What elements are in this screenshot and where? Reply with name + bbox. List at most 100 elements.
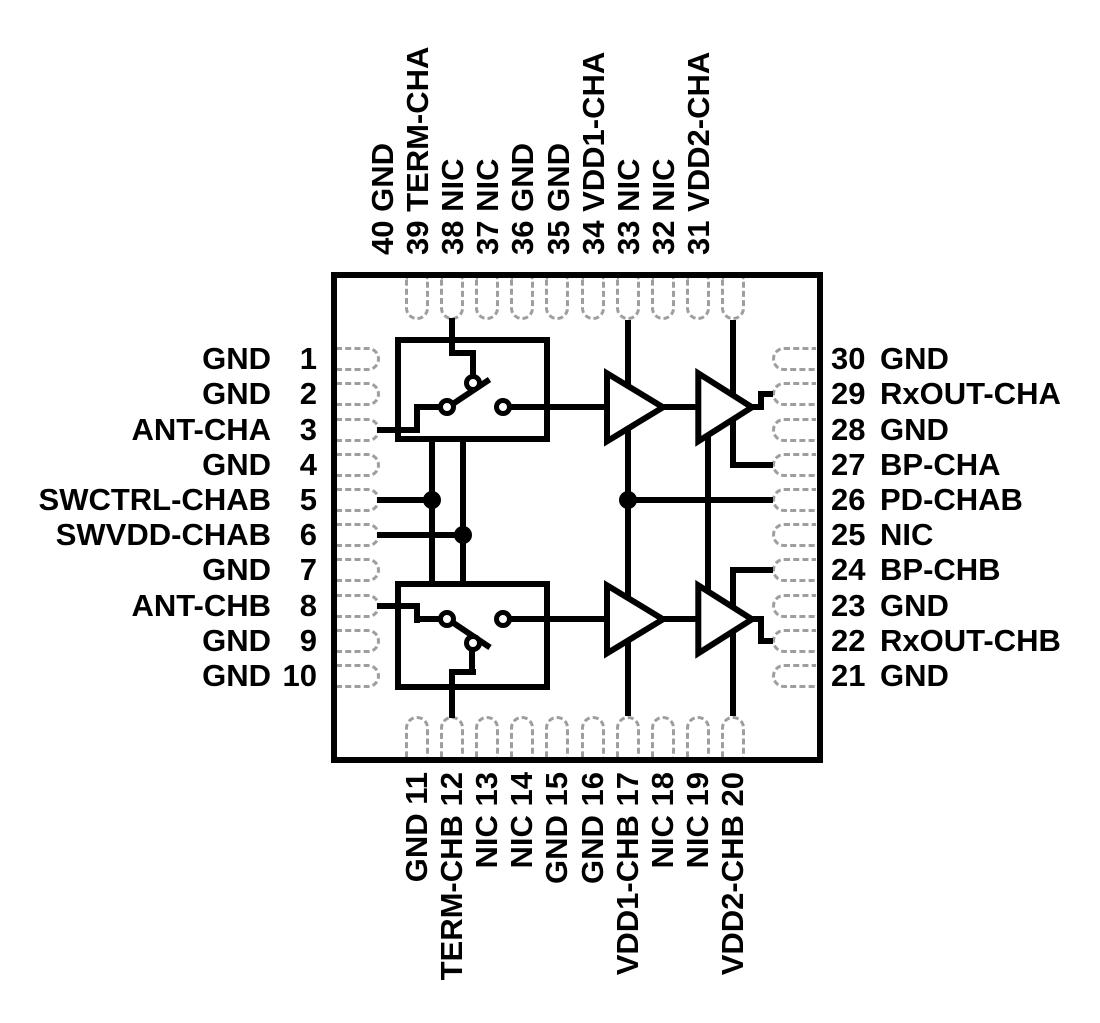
pin-number-and-name: 39 TERM-CHA: [399, 46, 435, 255]
pin-name: GND: [202, 341, 271, 377]
pin-22-pad: [772, 628, 816, 653]
pin-number-and-name: 34 VDD1-CHA: [575, 51, 611, 255]
switch-contact-icon: [463, 633, 482, 652]
pin-name: RxOUT-CHB: [880, 622, 1061, 658]
pin-number: 23: [831, 587, 866, 623]
wire: [414, 603, 420, 623]
pin-number: 10: [282, 658, 317, 693]
pin-number-and-name: 36 GND: [505, 143, 541, 255]
pin-4-pad: [336, 452, 380, 477]
pin-name: SWVDD-CHAB: [55, 517, 271, 553]
pin-9-pad: [336, 628, 380, 653]
pin-name-and-number: NIC 18: [644, 772, 680, 869]
switch-block-cha: [395, 337, 550, 442]
pin-5-label: SWCTRL-CHAB 5: [0, 482, 317, 518]
pin-number-and-name: 35 GND: [540, 143, 576, 255]
pin-name-and-number: GND 16: [574, 772, 610, 884]
switch-contact-icon: [438, 610, 457, 629]
pin-13-pad: [474, 716, 499, 760]
pin-33-pad: [650, 276, 675, 320]
pin-name-and-number: TERM-CHB 12: [433, 772, 469, 981]
pin-23-label: 23 GND: [831, 588, 949, 624]
wire: [414, 404, 439, 410]
switch-contact-icon: [463, 373, 482, 392]
pin-number: 5: [299, 482, 317, 517]
wire: [758, 391, 764, 410]
wire: [469, 651, 475, 675]
pin-number-and-name: 38 NIC: [434, 158, 470, 255]
pin-15-pad: [545, 716, 570, 760]
switch-contact-icon: [493, 398, 512, 417]
pin-number-and-name: 33 NIC: [610, 158, 646, 255]
wire: [414, 616, 439, 622]
wire: [663, 404, 699, 410]
pin-35-pad: [580, 276, 605, 320]
pin-number: 30: [831, 341, 866, 377]
pin-number: 28: [831, 411, 866, 447]
pin-number: 25: [831, 517, 866, 553]
wire: [449, 669, 476, 675]
pin-21-pad: [772, 664, 816, 688]
pin-22-label: 22 RxOUT-CHB: [831, 623, 1061, 659]
wire: [625, 497, 773, 503]
pin-number: 4: [299, 446, 317, 482]
pin-name-and-number: NIC 14: [504, 772, 540, 869]
pin-number: 3: [299, 411, 317, 447]
pin-7-pad: [336, 558, 380, 583]
pin-number: 2: [299, 376, 317, 412]
wire: [625, 320, 631, 716]
wire: [414, 404, 420, 433]
junction-dot-icon: [454, 526, 473, 545]
pin-number: 24: [831, 552, 866, 588]
pin-1-label: GND 1: [0, 341, 317, 377]
pin-26-label: 26 PD-CHAB: [831, 482, 1023, 518]
pin-name-and-number: GND 15: [539, 772, 575, 884]
wire: [730, 570, 736, 716]
pin-name: BP-CHB: [880, 552, 1001, 588]
wire: [705, 420, 711, 600]
pin-name: GND: [202, 658, 271, 693]
pin-number: 8: [299, 587, 317, 623]
pin-20-pad: [721, 716, 746, 760]
pin-1-pad: [336, 347, 380, 372]
pin-name: GND: [202, 622, 271, 658]
pin-12-pad: [439, 716, 464, 760]
pin-30-pad: [772, 347, 816, 372]
wire: [377, 532, 464, 538]
wire: [758, 616, 764, 644]
pin-name: PD-CHAB: [880, 482, 1023, 517]
pin-19-pad: [686, 716, 711, 760]
pin-number: 1: [299, 341, 317, 377]
pin-14-pad: [510, 716, 535, 760]
wire: [377, 497, 432, 503]
pin-number: 21: [831, 658, 866, 693]
pin-name-and-number: VDD2-CHB 20: [715, 772, 751, 976]
wire: [511, 404, 607, 410]
pin-name: GND: [880, 587, 949, 623]
pin-36-pad: [545, 276, 570, 320]
wire: [449, 350, 476, 356]
pin-name: RxOUT-CHA: [880, 376, 1061, 412]
pin-number: 9: [299, 622, 317, 658]
switch-contact-icon: [493, 610, 512, 629]
pin-number: 26: [831, 482, 866, 517]
wire: [730, 462, 773, 468]
wire: [429, 439, 435, 585]
pin-number: 22: [831, 622, 866, 658]
wire: [460, 439, 466, 585]
pin-28-pad: [772, 417, 816, 442]
pin-34-pad: [615, 276, 640, 320]
pin-8-pad: [336, 593, 380, 618]
pin-number: 7: [299, 552, 317, 588]
pin-name: GND: [880, 411, 949, 447]
pin-18-pad: [650, 716, 675, 760]
pin-name: SWCTRL-CHAB: [38, 482, 271, 517]
pin-31-pad: [721, 276, 746, 320]
